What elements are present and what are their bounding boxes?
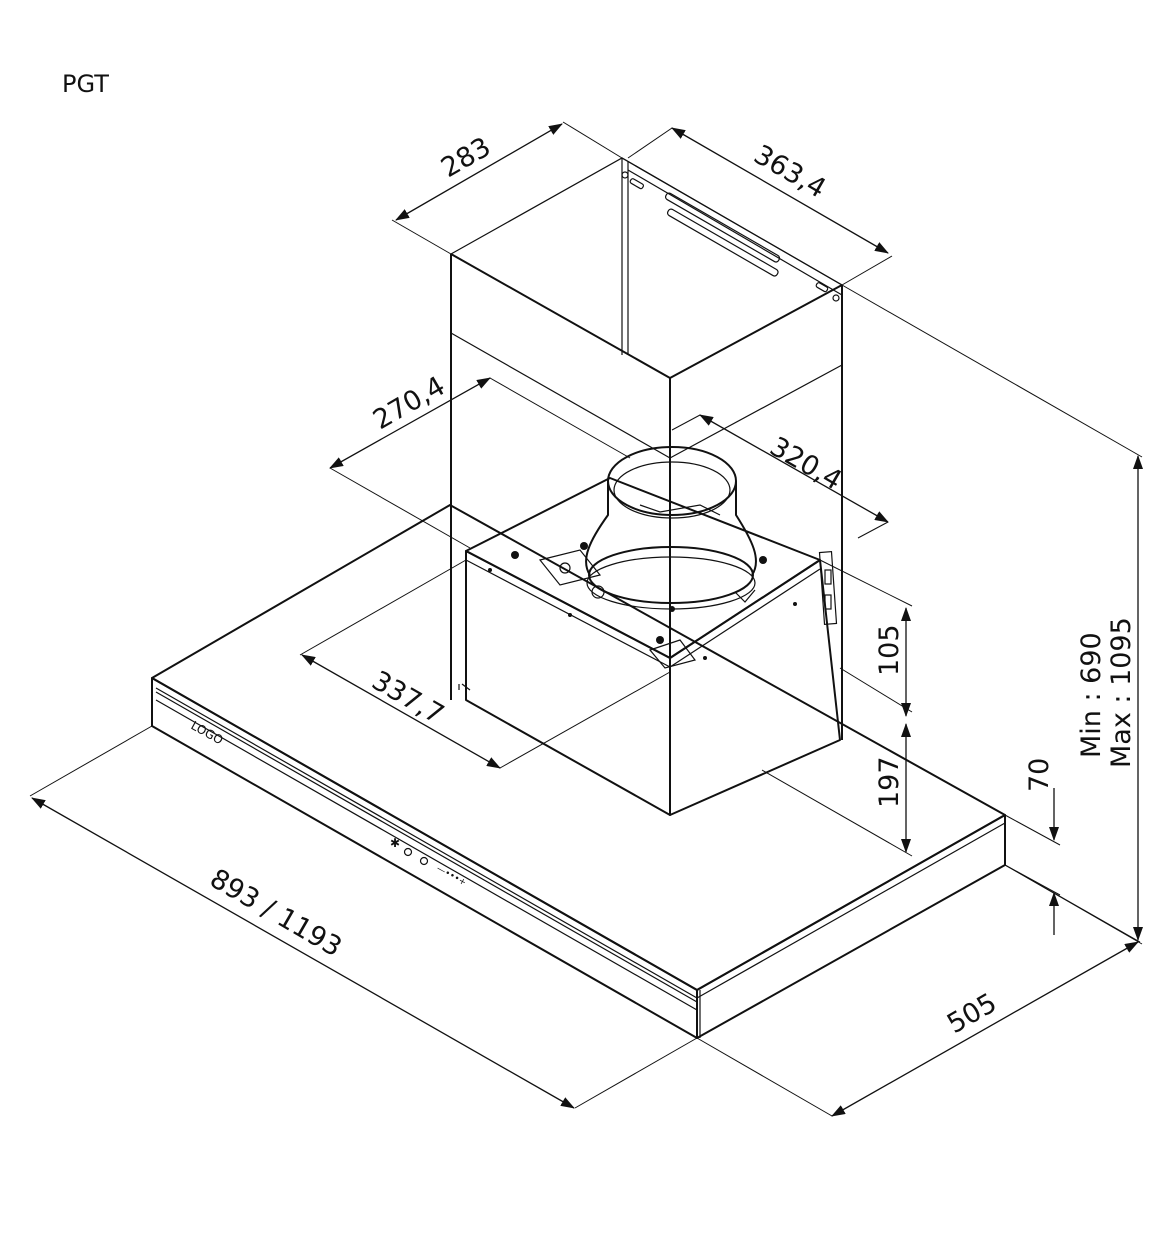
dimension-70: 70	[1004, 758, 1061, 935]
light-icon: ✱	[390, 836, 400, 850]
dimension-283-label: 283	[436, 131, 496, 184]
dimension-min-label: Min : 690	[1076, 632, 1107, 758]
dimension-337-7-label: 337,7	[367, 665, 449, 730]
dimension-270-4-label: 270,4	[368, 371, 450, 436]
dimension-70-label: 70	[1024, 758, 1055, 792]
dimension-505: 505	[696, 864, 1141, 1117]
chimney	[449, 157, 844, 815]
dimension-363-4: 363,4	[627, 127, 893, 286]
dimension-canopy-width: 893 / 1193	[29, 725, 698, 1109]
dimension-320-4-label: 320,4	[765, 431, 847, 496]
dimension-105-label: 105	[874, 624, 905, 676]
motor-box	[465, 477, 841, 816]
dimension-283: 283	[391, 121, 623, 255]
air-outlet-collar	[585, 446, 757, 612]
drawing-title: PGT	[62, 70, 109, 98]
dimension-canopy-width-label: 893 / 1193	[205, 863, 347, 963]
dimension-337-7: 337,7	[299, 559, 671, 769]
dimension-105-197: 105 197	[761, 559, 913, 857]
power-icon	[403, 847, 413, 857]
logo-mark: LOGO	[189, 718, 226, 747]
dimension-363-4-label: 363,4	[749, 139, 831, 204]
dimension-505-label: 505	[942, 987, 1002, 1040]
dimension-overall-height: Min : 690 Max : 1095	[841, 284, 1143, 945]
dimension-320-4: 320,4	[671, 414, 889, 539]
timer-icon	[419, 856, 429, 866]
dimension-max-label: Max : 1095	[1106, 617, 1137, 768]
dimension-197-label: 197	[874, 756, 905, 808]
